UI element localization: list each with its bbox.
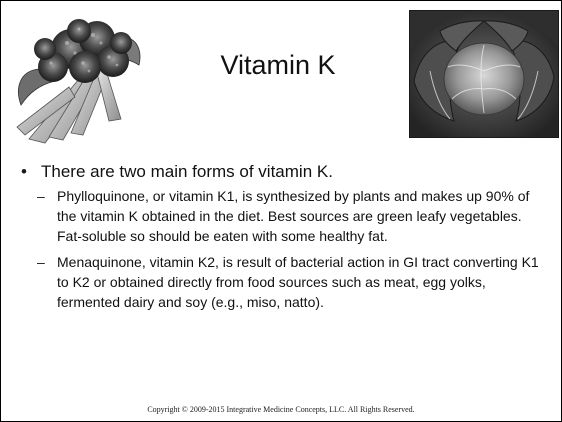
sub-bullet-marker: – [37, 188, 45, 204]
sub-bullet-menaquinone: – Menaquinone, vitamin K2, is result of … [37, 252, 546, 312]
bullet-text: There are two main forms of vitamin K. [41, 162, 333, 181]
broccoli-image [9, 9, 149, 149]
slide-title: Vitamin K [220, 50, 336, 80]
sub-bullet-phylloquinone: – Phylloquinone, or vitamin K1, is synth… [37, 186, 546, 246]
bullet-marker: • [21, 162, 27, 181]
sub-bullet-text: Menaquinone, vitamin K2, is result of ba… [57, 254, 539, 310]
cabbage-illustration [410, 11, 558, 137]
broccoli-illustration [16, 19, 141, 144]
sub-bullet-list: – Phylloquinone, or vitamin K1, is synth… [37, 186, 546, 312]
cabbage-image [409, 10, 559, 138]
bullet-item: • There are two main forms of vitamin K. [21, 161, 546, 182]
sub-bullet-text: Phylloquinone, or vitamin K1, is synthes… [57, 188, 530, 244]
sub-bullet-marker: – [37, 254, 45, 270]
copyright-footer: Copyright © 2009-2015 Integrative Medici… [147, 405, 415, 414]
slide-body: • There are two main forms of vitamin K.… [21, 161, 546, 318]
